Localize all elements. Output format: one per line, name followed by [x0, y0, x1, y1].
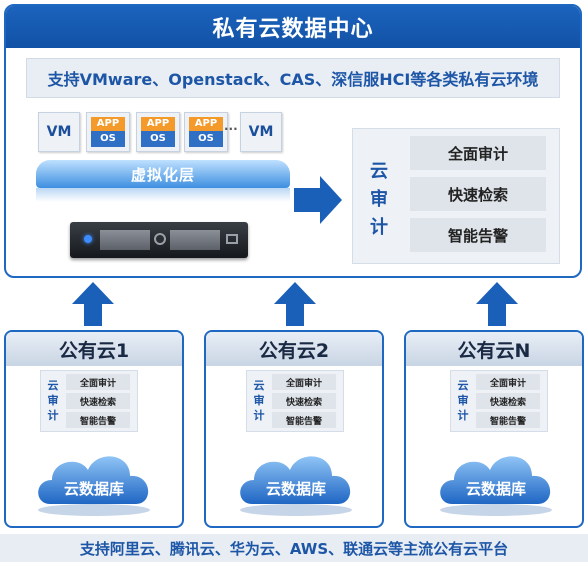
public-cloud-1-audit-search: 快速检索	[66, 393, 130, 409]
os-label: OS	[141, 131, 175, 147]
public-cloud-n-db-label: 云数据库	[465, 480, 526, 498]
private-audit-alert: 智能告警	[410, 218, 546, 252]
up-arrow-icon	[476, 282, 518, 326]
public-cloud-1-audit-full: 全面审计	[66, 374, 130, 390]
server-port-icon	[226, 234, 238, 244]
drive-bay-icon	[100, 230, 150, 250]
app-os-box: APP OS	[136, 112, 180, 152]
server-knob-icon	[154, 233, 166, 245]
server-rack-icon	[70, 222, 248, 258]
drive-bay-icon	[170, 230, 220, 250]
public-cloud-1-audit-title: 云审计	[47, 379, 59, 422]
cloud-database-icon	[38, 456, 150, 516]
cloud-database-icon	[240, 456, 352, 516]
public-cloud-n-title: 公有云N	[406, 332, 582, 366]
power-led-icon	[84, 235, 92, 243]
public-cloud-n-audit-alert: 智能告警	[476, 412, 540, 428]
private-support-text: 支持VMware、Openstack、CAS、深信服HCI等各类私有云环境	[26, 58, 560, 98]
os-label: OS	[91, 131, 125, 147]
ellipsis: ···	[224, 122, 238, 136]
app-label: APP	[91, 117, 125, 131]
public-cloud-2-audit-alert: 智能告警	[272, 412, 336, 428]
app-os-box: APP OS	[184, 112, 228, 152]
public-cloud-2-title: 公有云2	[206, 332, 382, 366]
public-cloud-2-audit-search: 快速检索	[272, 393, 336, 409]
app-os-box: APP OS	[86, 112, 130, 152]
footer-support-text: 支持阿里云、腾讯云、华为云、AWS、联通云等主流公有云平台	[0, 534, 588, 562]
virtualization-layer-base	[36, 188, 290, 202]
virtualization-layer: 虚拟化层	[36, 160, 290, 188]
public-cloud-n-audit-full: 全面审计	[476, 374, 540, 390]
app-label: APP	[189, 117, 223, 131]
vm-label: VM	[46, 124, 72, 140]
public-cloud-1-db-label: 云数据库	[63, 480, 124, 498]
public-cloud-n-audit-title: 云审计	[457, 379, 469, 422]
up-arrow-icon	[72, 282, 114, 326]
private-audit-full: 全面审计	[410, 136, 546, 170]
vm-label: VM	[248, 124, 274, 140]
public-cloud-2-audit-title: 云审计	[253, 379, 265, 422]
public-cloud-1-title: 公有云1	[6, 332, 182, 366]
private-audit-search: 快速检索	[410, 177, 546, 211]
cloud-database-icon	[440, 456, 552, 516]
vm-box: VM	[38, 112, 80, 152]
os-label: OS	[189, 131, 223, 147]
public-cloud-1-audit-alert: 智能告警	[66, 412, 130, 428]
right-arrow-icon	[294, 176, 342, 224]
vm-box: VM	[240, 112, 282, 152]
up-arrow-icon	[274, 282, 316, 326]
private-datacenter-title: 私有云数据中心	[6, 6, 580, 48]
private-audit-title: 云审计	[370, 161, 388, 238]
public-cloud-n-audit-search: 快速检索	[476, 393, 540, 409]
app-label: APP	[141, 117, 175, 131]
public-cloud-2-db-label: 云数据库	[265, 480, 326, 498]
public-cloud-2-audit-full: 全面审计	[272, 374, 336, 390]
